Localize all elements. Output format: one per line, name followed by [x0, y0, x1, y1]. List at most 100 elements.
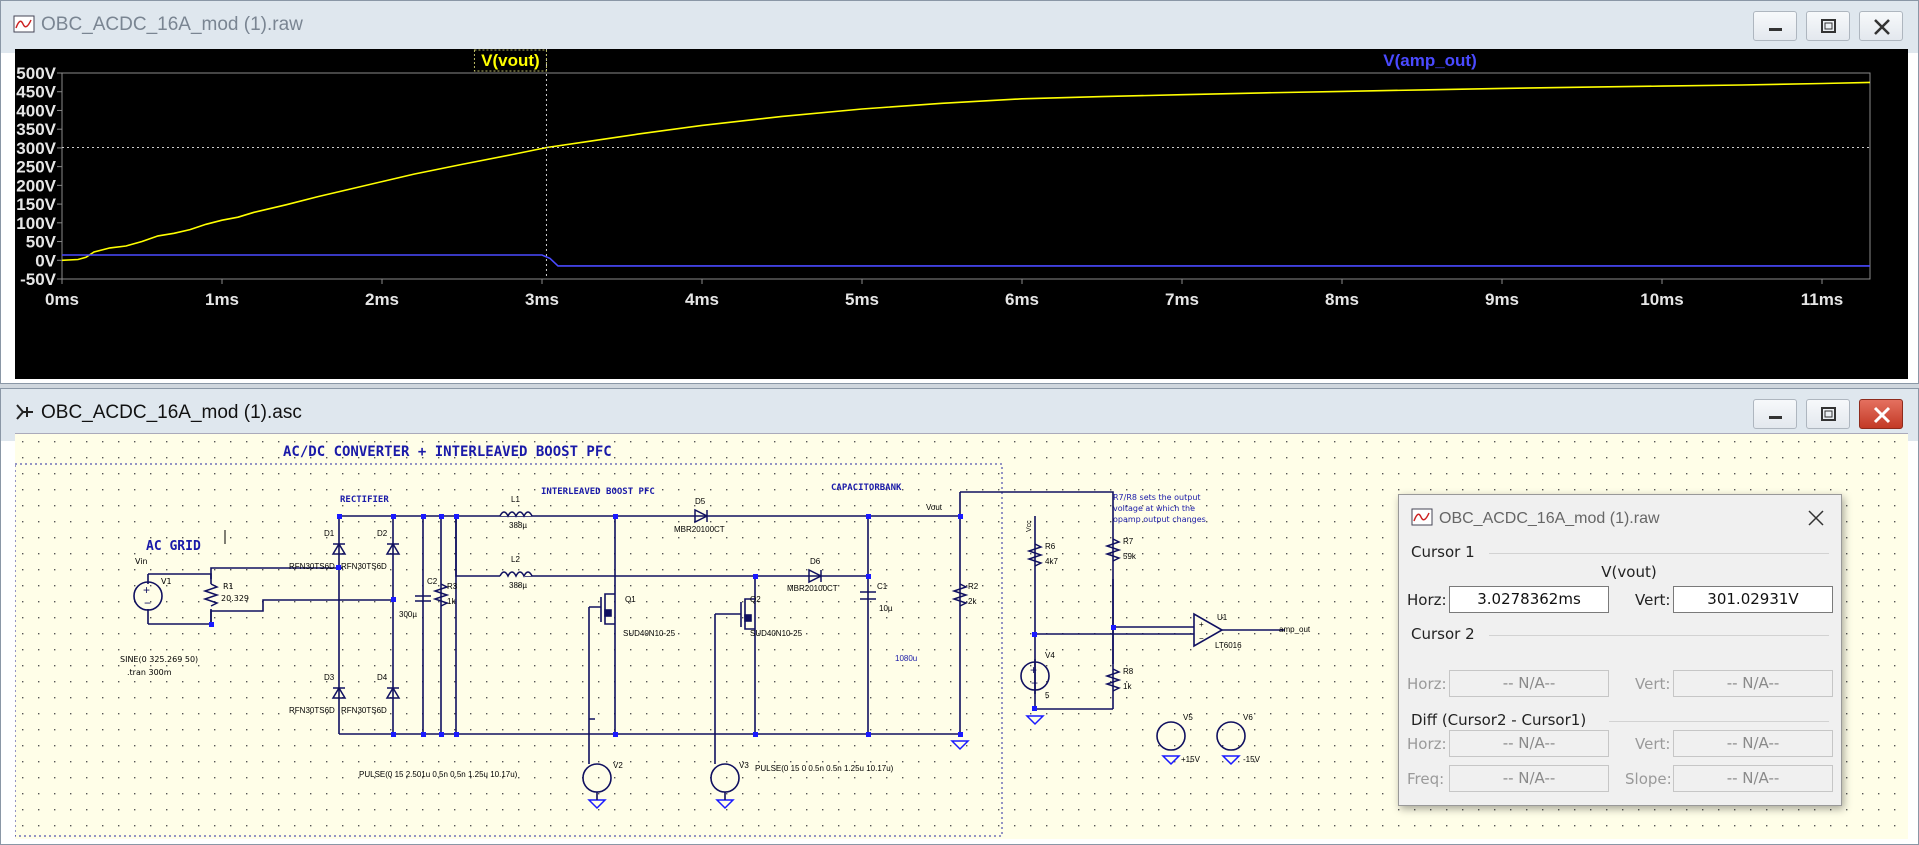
opamp-plus-icon: +	[1199, 620, 1204, 629]
v5-source[interactable]	[1156, 721, 1186, 766]
waveform-titlebar[interactable]: OBC_ACDC_16A_mod (1).raw	[1, 1, 1918, 53]
u1-opamp[interactable]	[1193, 612, 1247, 648]
tran-label: .tran 300m	[127, 668, 172, 677]
close-button[interactable]	[1859, 11, 1903, 41]
minimize-button[interactable]	[1753, 399, 1797, 429]
rectifier-diodes[interactable]	[331, 542, 401, 699]
q1-label: Q1	[625, 595, 636, 604]
v5-value: +15V	[1181, 755, 1201, 764]
q2-label: Q2	[750, 595, 761, 604]
r2-resistor[interactable]	[951, 583, 969, 607]
opamp-minus-icon: −	[1199, 634, 1204, 643]
diff-vert-field: -- N/A--	[1673, 730, 1833, 757]
pulse2-label: PULSE(0 15 0 0.5n 0.5n 1.25u 10.17u)	[755, 764, 894, 773]
r3-value: 1k	[447, 597, 456, 606]
v5-label: V5	[1183, 713, 1193, 722]
q2-mosfet[interactable]	[715, 598, 755, 630]
v2-source[interactable]	[582, 763, 612, 810]
schematic-title: AC/DC CONVERTER + INTERLEAVED BOOST PFC	[283, 444, 612, 460]
r8-label: R8	[1123, 667, 1134, 676]
v6-label: V6	[1243, 713, 1253, 722]
divider	[1489, 553, 1829, 554]
v6-source[interactable]	[1216, 721, 1246, 766]
waveform-app-icon	[13, 15, 35, 33]
v6-value: -15V	[1243, 755, 1261, 764]
ac-grid-label: AC GRID	[146, 539, 201, 554]
c1-capacitor[interactable]	[860, 591, 876, 600]
divider	[1489, 635, 1829, 636]
maximize-button[interactable]	[1806, 11, 1850, 41]
v1-label: V1	[161, 577, 172, 586]
v4-source[interactable]: + −	[1020, 661, 1050, 691]
x-tick-label: 9ms	[1485, 290, 1519, 309]
d2-label: D2	[377, 529, 388, 538]
r6-resistor[interactable]	[1026, 543, 1044, 567]
x-tick-label: 0ms	[45, 290, 79, 309]
d4-label: D4	[377, 673, 388, 682]
d1-part: RFN30TS6D	[289, 562, 335, 571]
restore-icon	[1821, 19, 1836, 33]
d5-part: MBR20100CT	[674, 525, 725, 534]
y-tick-label: 350V	[16, 120, 56, 139]
sine-label: SINE(0 325.269 50)	[120, 655, 198, 664]
amp-out-label: amp_out	[1279, 625, 1311, 634]
x-tick-label: 6ms	[1005, 290, 1039, 309]
trace-label-vout: V(vout)	[481, 51, 540, 70]
vcc-net-label: Vcc	[1026, 520, 1033, 532]
diff-horz-field: -- N/A--	[1449, 730, 1609, 757]
c1-value: 10µ	[879, 604, 893, 613]
pulse1-label: PULSE(0 15 2.501u 0.5n 0.5n 1.25u 10.17u…	[359, 770, 518, 779]
maximize-button[interactable]	[1806, 399, 1850, 429]
r3-label: R3	[447, 582, 458, 591]
cursor2-horz-field: -- N/A--	[1449, 670, 1609, 697]
y-tick-label: 500V	[16, 64, 56, 83]
r3-resistor[interactable]	[432, 583, 450, 607]
c1-label: C1	[877, 582, 888, 591]
v2-label: V2	[613, 761, 623, 770]
d5-diode[interactable]	[694, 508, 709, 524]
d5-label: D5	[695, 497, 706, 506]
minimize-icon	[1769, 28, 1782, 31]
r1-resistor[interactable]	[202, 583, 220, 607]
waveform-app-icon	[1411, 508, 1433, 526]
cursor1-horz-field[interactable]: 3.0278362ms	[1449, 586, 1609, 613]
x-tick-label: 8ms	[1325, 290, 1359, 309]
d6-diode[interactable]	[808, 568, 823, 584]
diff-freq-field: -- N/A--	[1449, 765, 1609, 792]
junctions	[209, 514, 1116, 737]
r7-resistor[interactable]	[1104, 538, 1122, 562]
trace-label-amp-out: V(amp_out)	[1383, 51, 1477, 70]
d4-part: RFN30TS6D	[341, 706, 387, 715]
v3-source[interactable]	[710, 763, 740, 810]
svg-text:−: −	[1031, 676, 1038, 690]
y-tick-label: 50V	[26, 233, 57, 252]
v1-source[interactable]: + −	[133, 581, 163, 611]
minimize-button[interactable]	[1753, 11, 1797, 41]
waveform-chart[interactable]: 500V450V400V350V300V250V200V150V100V50V0…	[15, 49, 1908, 379]
l1-inductor[interactable]	[499, 511, 533, 518]
d6-part: MBR20100CT	[787, 584, 838, 593]
cursor1-vert-field[interactable]: 301.02931V	[1673, 586, 1833, 613]
q1-mosfet[interactable]	[589, 593, 615, 625]
dialog-close-icon[interactable]	[1803, 505, 1829, 531]
cursor-dialog[interactable]: OBC_ACDC_16A_mod (1).raw Cursor 1 V(vout…	[1398, 494, 1842, 806]
c2-label: C2	[427, 577, 438, 586]
schematic-app-icon	[16, 404, 33, 420]
cap-total-label: 1080u	[895, 654, 917, 663]
diff-horz-label: Horz:	[1407, 735, 1447, 753]
svg-text:+: +	[1030, 663, 1037, 677]
r6-label: R6	[1045, 542, 1056, 551]
d1-label: D1	[324, 529, 335, 538]
r8-resistor[interactable]	[1104, 668, 1122, 692]
close-button[interactable]	[1859, 399, 1903, 429]
svg-text:−: −	[144, 596, 151, 610]
schematic-titlebar[interactable]: OBC_ACDC_16A_mod (1).asc	[1, 389, 1918, 441]
c2-capacitor[interactable]	[415, 595, 431, 602]
l1-label: L1	[511, 495, 520, 504]
diff-slope-label: Slope:	[1625, 770, 1672, 788]
y-tick-label: 250V	[16, 158, 56, 177]
c2-value: 300µ	[399, 610, 417, 619]
l2-inductor[interactable]	[499, 571, 533, 578]
